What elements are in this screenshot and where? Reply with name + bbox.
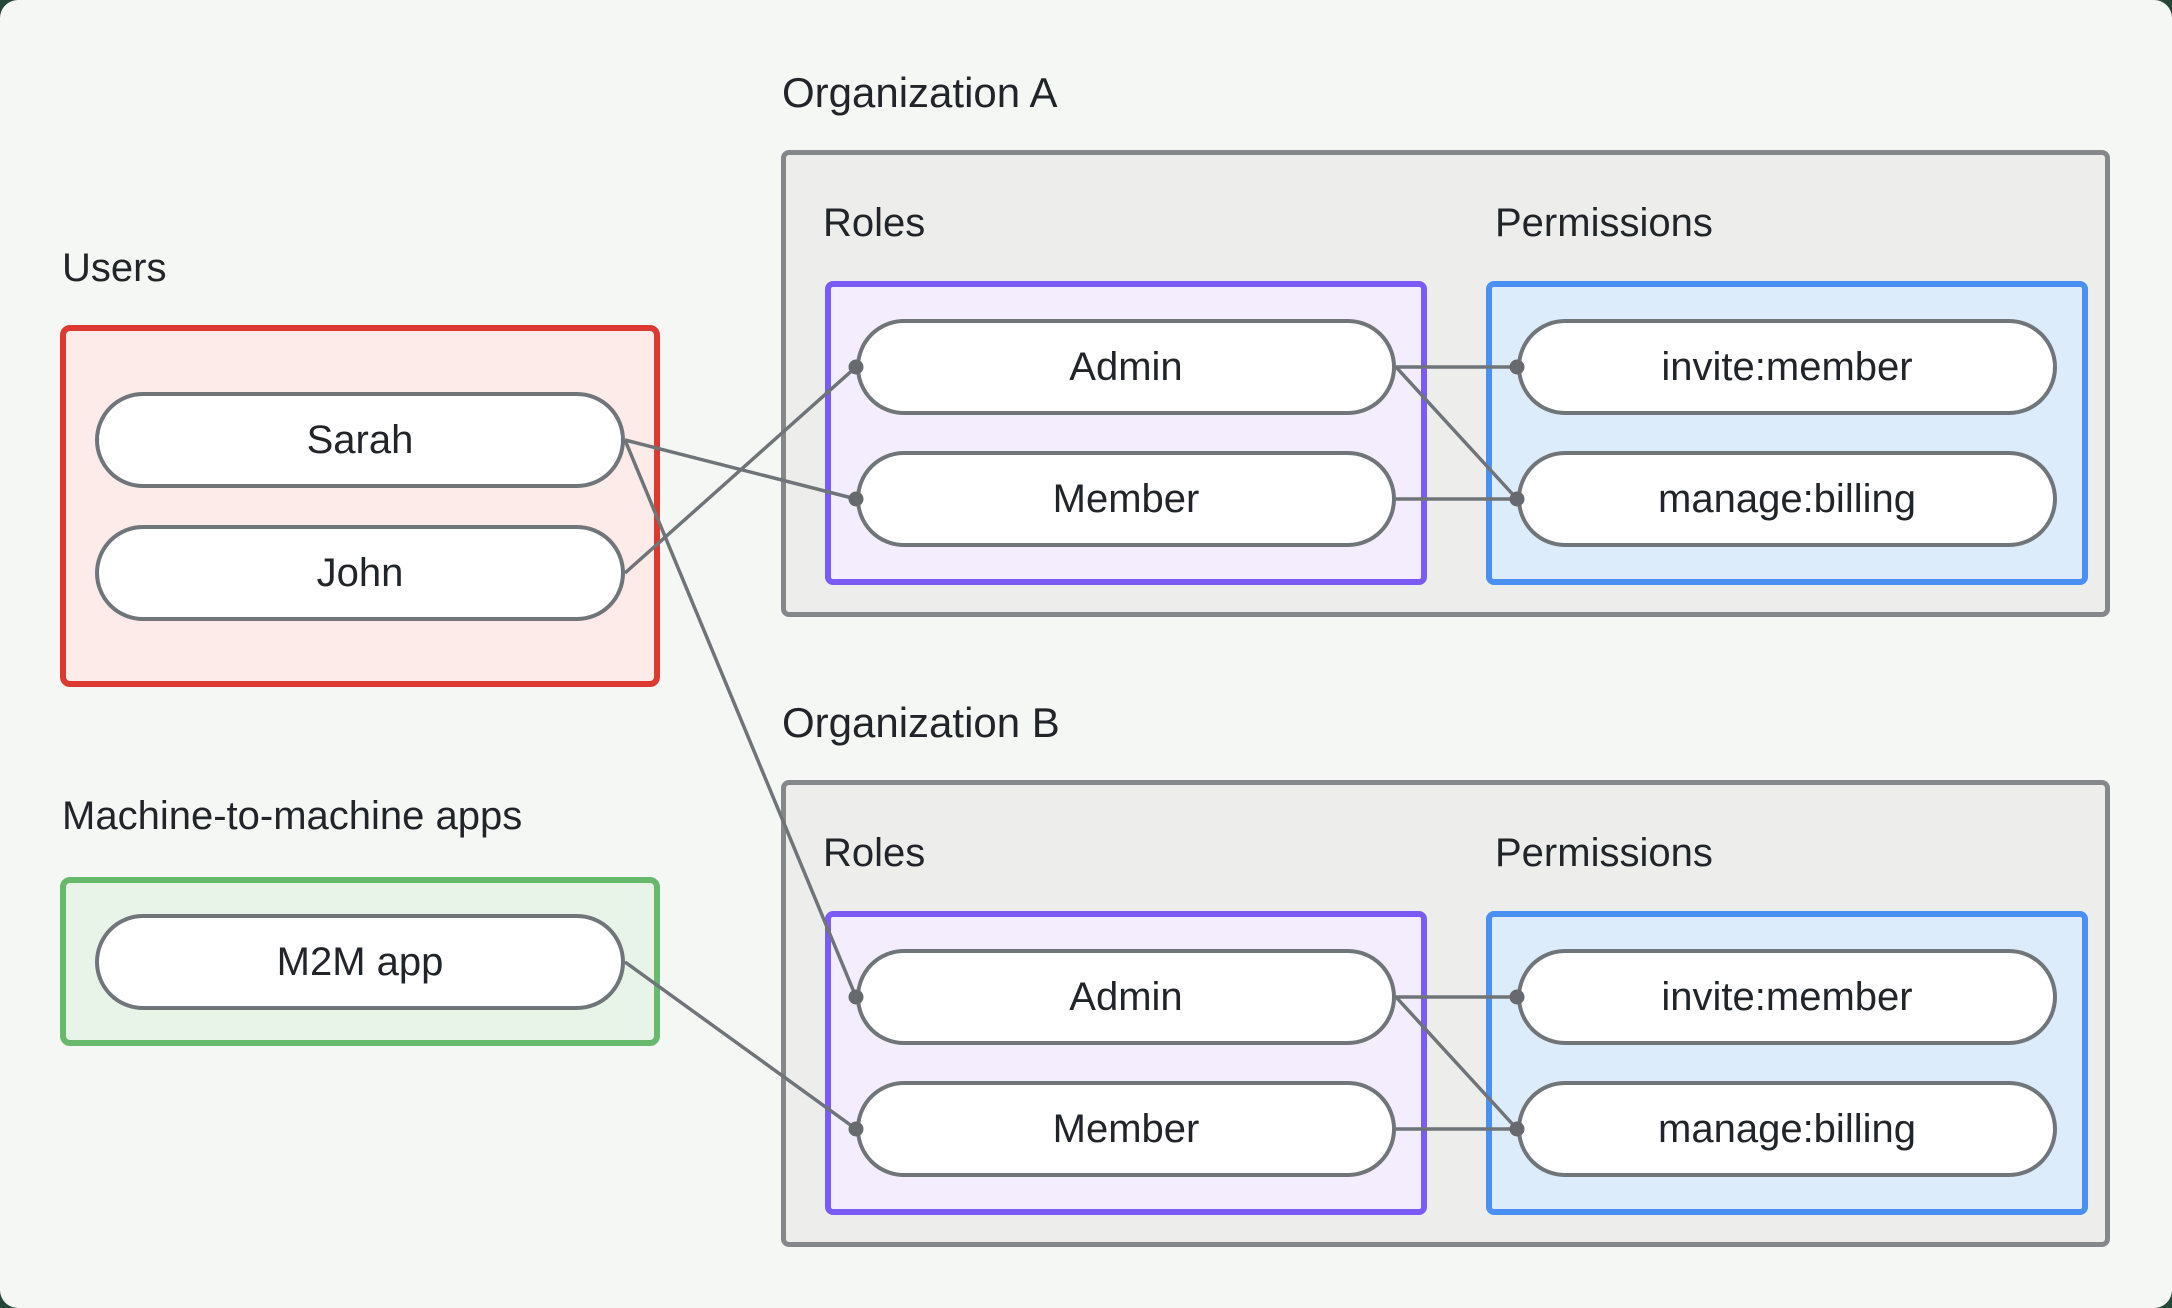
org-a-title: Organization A: [782, 69, 1058, 116]
org-a-role-member: Member: [856, 451, 1396, 547]
org-b-permission-invite-member: invite:member: [1517, 949, 2057, 1045]
user-node-label: John: [316, 550, 404, 595]
user-node-sarah: Sarah: [95, 392, 625, 488]
org-b-permission-manage-billing: manage:billing: [1517, 1081, 2057, 1177]
m2m-group-label: Machine-to-machine apps: [62, 794, 523, 838]
org-a-frame: Roles Permissions Admin Member invite:me…: [781, 150, 2110, 617]
permission-node-label: manage:billing: [1658, 476, 1916, 521]
users-group-label: Users: [62, 246, 167, 290]
user-node-john: John: [95, 525, 625, 621]
role-node-label: Member: [1052, 476, 1200, 521]
org-b-permissions-frame: invite:member manage:billing: [1486, 911, 2088, 1215]
org-a-permissions-frame: invite:member manage:billing: [1486, 281, 2088, 585]
role-node-label: Admin: [1069, 974, 1183, 1019]
org-b-title: Organization B: [782, 699, 1060, 746]
org-b-permissions-label: Permissions: [1495, 831, 1713, 875]
permission-node-label: invite:member: [1661, 344, 1913, 389]
m2m-app-node: M2M app: [95, 914, 625, 1010]
org-b-roles-frame: Admin Member: [825, 911, 1427, 1215]
org-b-role-admin: Admin: [856, 949, 1396, 1045]
m2m-group-frame: M2M app: [60, 877, 660, 1046]
org-a-permission-manage-billing: manage:billing: [1517, 451, 2057, 547]
org-b-roles-label: Roles: [823, 831, 926, 875]
user-node-label: Sarah: [306, 417, 414, 462]
org-a-permissions-label: Permissions: [1495, 201, 1713, 245]
permission-node-label: invite:member: [1661, 974, 1913, 1019]
org-a-permission-invite-member: invite:member: [1517, 319, 2057, 415]
permission-node-label: manage:billing: [1658, 1106, 1916, 1151]
role-node-label: Admin: [1069, 344, 1183, 389]
org-b-role-member: Member: [856, 1081, 1396, 1177]
org-b-frame: Roles Permissions Admin Member invite:me…: [781, 780, 2110, 1247]
org-a-roles-frame: Admin Member: [825, 281, 1427, 585]
role-node-label: Member: [1052, 1106, 1200, 1151]
org-a-role-admin: Admin: [856, 319, 1396, 415]
org-a-roles-label: Roles: [823, 201, 926, 245]
m2m-node-label: M2M app: [276, 939, 444, 984]
users-group-frame: Sarah John: [60, 325, 660, 687]
